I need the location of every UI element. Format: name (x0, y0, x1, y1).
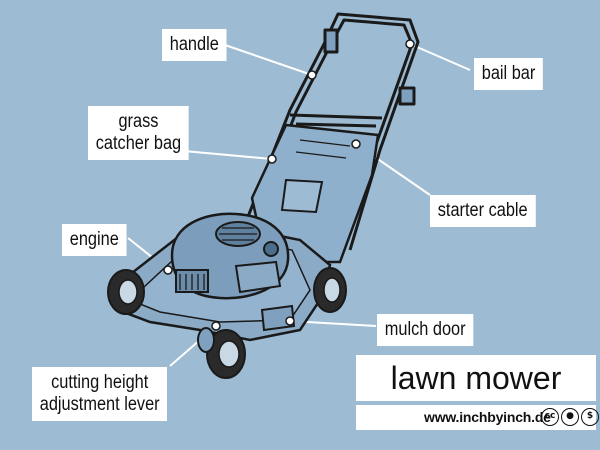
label-handle: handle (162, 29, 227, 61)
front-left-wheel (107, 269, 145, 315)
label-cutting-height-adjustment-lever: cutting height adjustment lever (32, 367, 168, 421)
wheels (107, 267, 347, 379)
credit-url: www.inchbyinch.de (424, 409, 551, 425)
by-icon: ● (561, 408, 579, 426)
label-engine: engine (62, 224, 127, 256)
nc-icon: $ (581, 408, 599, 426)
engine (170, 212, 290, 300)
front-right-wheel (206, 329, 246, 379)
credit-footer: www.inchbyinch.de cc ● $ (356, 405, 599, 430)
pointer-markers (163, 39, 415, 331)
label-grass-catcher-bag: grass catcher bag (88, 106, 189, 160)
handle (236, 12, 420, 253)
label-starter-cable: starter cable (430, 195, 536, 227)
rear-right-wheel (313, 267, 347, 313)
diagram-title: lawn mower (356, 355, 596, 401)
grass-catcher-bag (250, 123, 380, 264)
cc-icon: cc (541, 408, 559, 426)
height-lever-knob (197, 327, 215, 353)
label-bail-bar: bail bar (474, 58, 544, 90)
label-mulch-door: mulch door (377, 314, 474, 346)
